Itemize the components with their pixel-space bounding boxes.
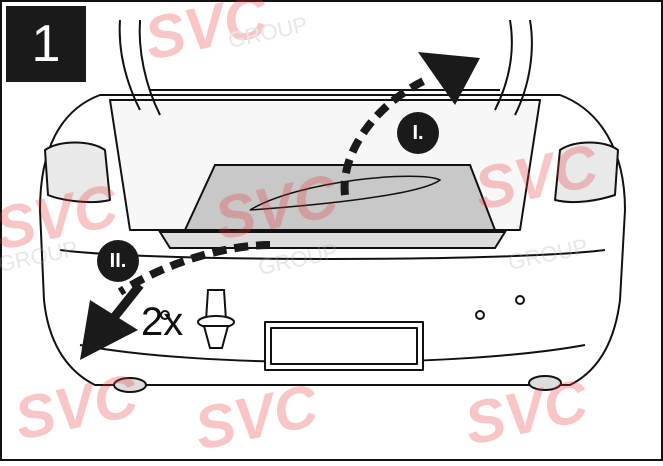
- step-number-badge: 1: [6, 6, 86, 82]
- step-two-label: II.: [97, 240, 139, 282]
- quantity-label: 2x: [141, 300, 183, 345]
- step-one-label: I.: [397, 112, 439, 154]
